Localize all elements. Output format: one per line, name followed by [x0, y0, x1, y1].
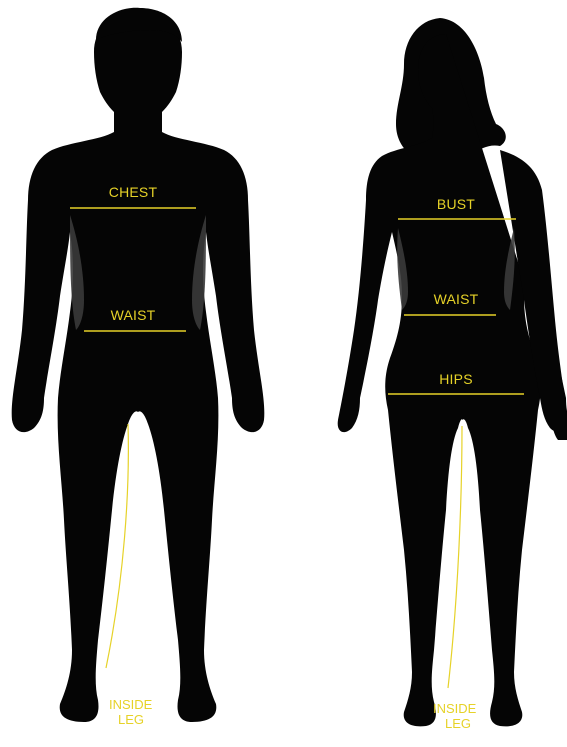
male-figure: CHEST WAIST INSIDE LEG [12, 8, 265, 727]
male-silhouette [12, 10, 265, 722]
female-bust-label: BUST [437, 196, 475, 212]
male-waist-label: WAIST [111, 307, 156, 323]
female-inside-leg-label-line2: LEG [445, 716, 471, 731]
male-inside-leg-label-line2: LEG [118, 712, 144, 727]
female-waist-label: WAIST [434, 291, 479, 307]
male-chest-label: CHEST [109, 184, 158, 200]
male-inside-leg-label-line1: INSIDE [109, 697, 153, 712]
female-hips-label: HIPS [439, 371, 472, 387]
female-inside-leg-label-line1: INSIDE [433, 701, 477, 716]
female-inside-leg-line [448, 426, 462, 688]
female-figure: BUST WAIST HIPS INSIDE LEG [338, 18, 567, 731]
